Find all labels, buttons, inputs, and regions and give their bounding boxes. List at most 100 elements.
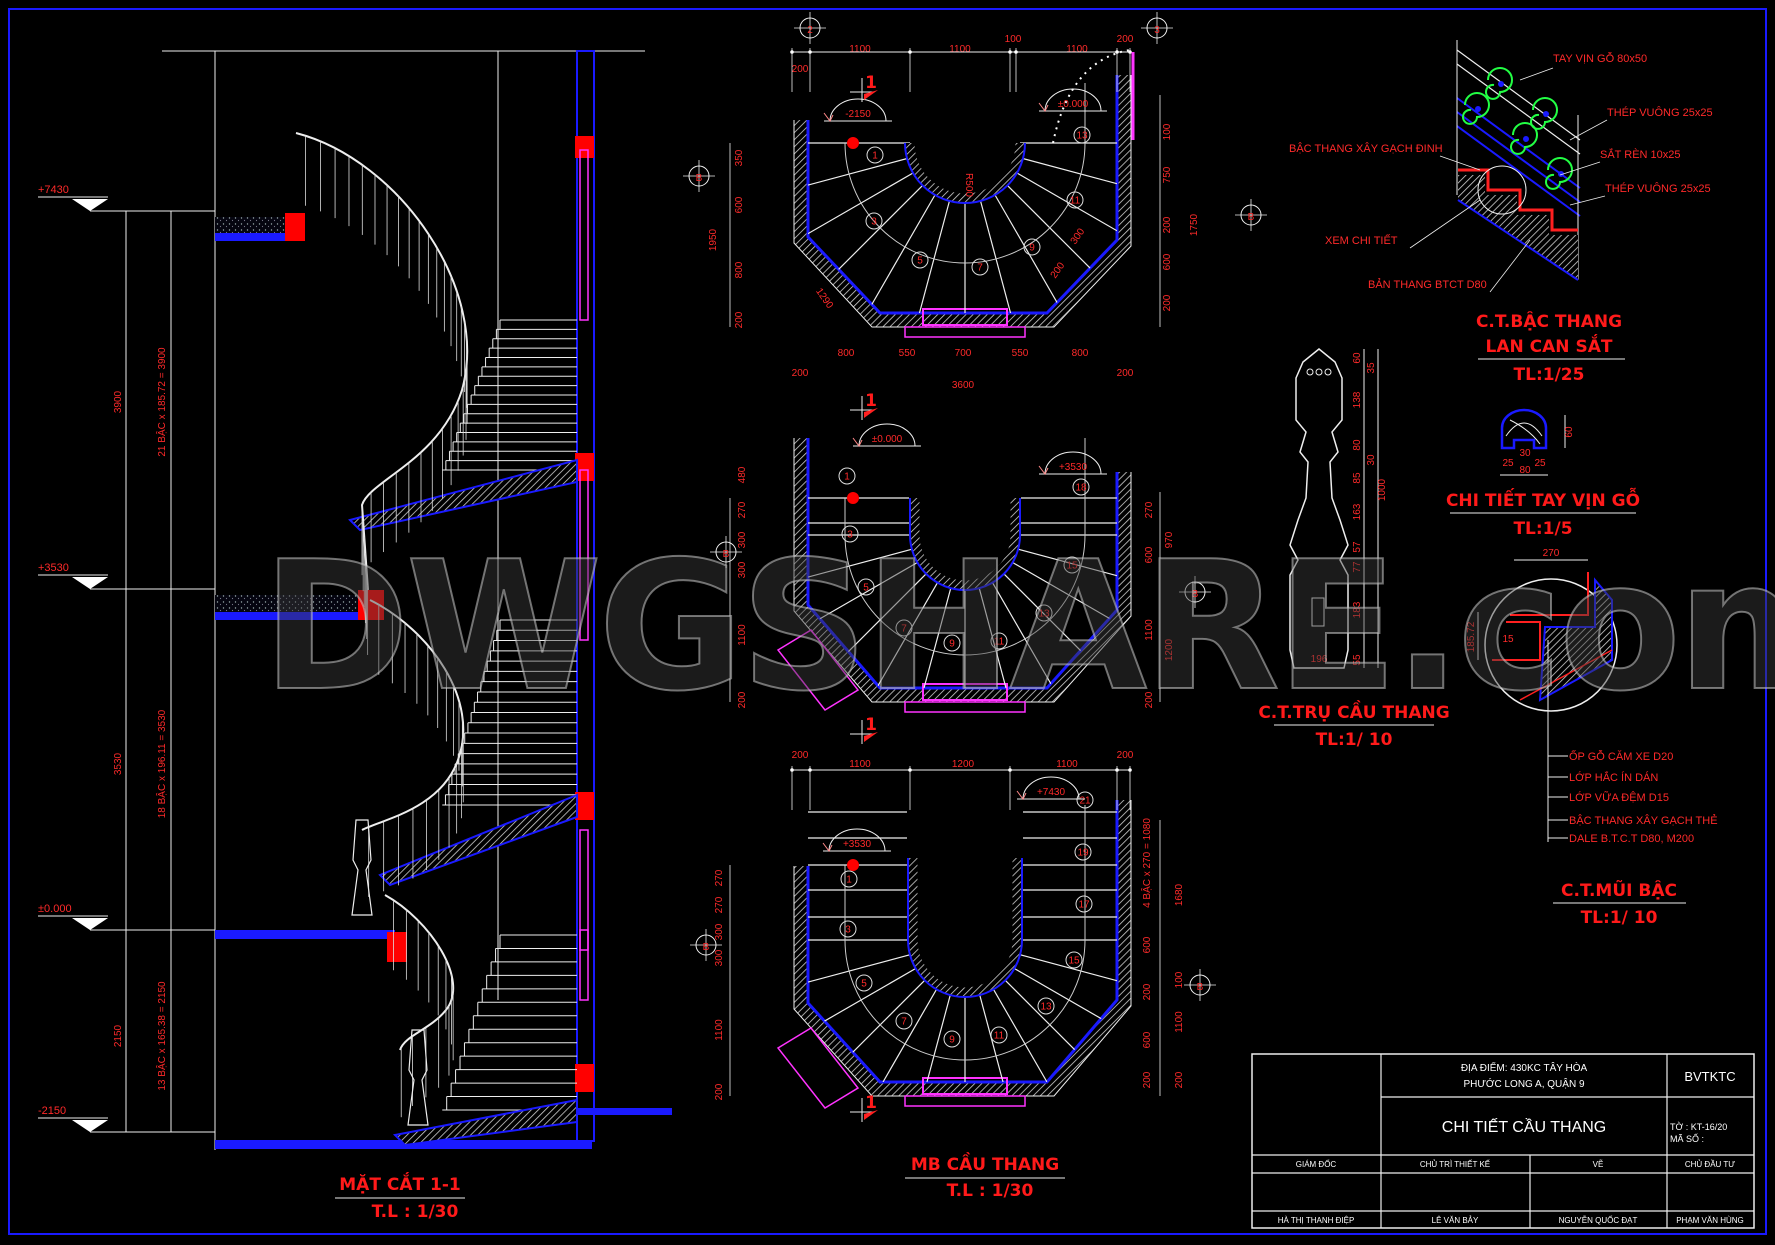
dimension-text: 600 xyxy=(1144,546,1155,563)
step-number-circle xyxy=(1037,997,1055,1015)
step-dimension-text: 13 BẬC x 165.38 = 2150 xyxy=(155,981,168,1091)
step-number: 11 xyxy=(994,1031,1005,1042)
newel-post xyxy=(351,819,373,916)
detail-callout-circle xyxy=(1477,165,1527,215)
stair-slab xyxy=(392,1098,578,1147)
dimension-tick xyxy=(1115,50,1119,54)
dimension-text: 80 xyxy=(1519,465,1531,476)
step-number: 13 xyxy=(1038,609,1050,620)
step-number: 5 xyxy=(863,583,869,594)
section-cut-label: 1 xyxy=(865,715,877,735)
step-number: 9 xyxy=(1029,243,1035,254)
wrought-iron-scroll xyxy=(1510,122,1538,155)
level-label: ±0.000 xyxy=(38,903,72,915)
section-cut-label: 1 xyxy=(865,391,877,411)
dimension-text: 270 xyxy=(1144,501,1155,518)
floor-slab xyxy=(215,595,362,612)
section-arrow-icon xyxy=(864,1110,878,1120)
walking-line xyxy=(844,438,1086,656)
leader-line xyxy=(1489,239,1531,293)
level-arrow-icon xyxy=(1038,465,1049,475)
stair-tread xyxy=(991,190,1064,313)
dimension-text: 1950 xyxy=(708,228,719,251)
plans-scale: T.L : 1/30 xyxy=(947,1181,1034,1201)
stair-tread xyxy=(1009,965,1117,1029)
dimension-text: 600 xyxy=(1142,936,1153,953)
stair-well-face xyxy=(909,498,1021,591)
dimension-text: 750 xyxy=(1162,166,1173,183)
wall-inner-face xyxy=(806,438,1119,690)
step-number: 1 xyxy=(872,151,878,162)
dimension-text: 300 xyxy=(737,561,748,578)
level-label: -2150 xyxy=(845,109,871,120)
sheet-number: TỜ : KT-16/20 xyxy=(1670,1122,1727,1132)
dimension-text: 1290 xyxy=(813,286,835,311)
level-tag-arc xyxy=(1022,776,1080,800)
level-arrow-icon xyxy=(823,112,834,122)
stair-well xyxy=(908,858,1022,997)
stair-tread xyxy=(822,976,929,1082)
dimension-text: 1200 xyxy=(952,759,975,770)
step-number: 5 xyxy=(917,256,923,267)
project-location: ĐỊA ĐIỂM: 430KC TÂY HÒA xyxy=(1461,1061,1588,1074)
step-number: 17 xyxy=(1078,900,1090,911)
section-cut-label: 1 xyxy=(865,73,877,93)
stair-tread xyxy=(1012,169,1117,232)
dimension-text: 1100 xyxy=(949,44,971,55)
stair-tread xyxy=(808,952,915,983)
leader-line xyxy=(1409,199,1481,249)
stair-slab xyxy=(348,458,578,532)
dimension-text: 270 xyxy=(1543,548,1560,559)
dimension-text: 300 xyxy=(1069,226,1088,246)
beam-block xyxy=(285,213,305,241)
walking-line xyxy=(844,83,1086,264)
stair-well xyxy=(905,142,1025,203)
window-panel xyxy=(579,469,589,641)
step-number-circle xyxy=(855,974,873,992)
step-number: 7 xyxy=(901,1017,907,1028)
level-arrow-icon xyxy=(1038,102,1049,112)
step-number: 3 xyxy=(871,217,877,228)
dimension-text: 270 xyxy=(714,869,725,886)
walking-line xyxy=(844,805,1086,1061)
wall-inner-face xyxy=(806,800,1119,1084)
dimension-text: 200 xyxy=(737,691,748,708)
project-location: PHƯỚC LONG A, QUẬN 9 xyxy=(1463,1077,1584,1090)
window-panel xyxy=(579,829,589,951)
dimension-text: 3530 xyxy=(113,752,124,775)
dimension-text: 200 xyxy=(1162,294,1173,311)
dimension-text: 200 xyxy=(1144,691,1155,708)
step-number-circle xyxy=(1076,791,1094,809)
dimension-text: 25 xyxy=(1534,458,1546,469)
role-label: VẼ xyxy=(1593,1160,1604,1169)
handrail xyxy=(295,132,468,591)
stair-tread xyxy=(1015,952,1117,982)
wrought-iron-scroll xyxy=(1530,97,1558,130)
dimension-text: 200 xyxy=(714,1083,725,1100)
leader-line xyxy=(1569,119,1608,141)
dimension-text: 138 xyxy=(1352,391,1363,408)
stair-tread xyxy=(808,169,918,235)
scroll-knot xyxy=(1558,171,1564,177)
grid-label: 3 xyxy=(1154,25,1160,36)
dimension-text: 700 xyxy=(955,348,972,359)
step-number-circle xyxy=(857,578,875,596)
floor-slab-face xyxy=(215,233,289,241)
dimension-text: 55 xyxy=(1352,654,1363,666)
stair-tread xyxy=(808,547,917,578)
stair-tread xyxy=(978,195,1012,313)
step-number: 9 xyxy=(949,1035,955,1046)
step-dimension-text: 18 BẬC x 196.11 = 3530 xyxy=(155,709,168,818)
dimension-tick xyxy=(1115,768,1119,772)
railing-detail-title: LAN CAN SẮT xyxy=(1486,333,1613,357)
level-arrow-icon xyxy=(852,437,863,447)
signatory-name: PHẠM VĂN HÙNG xyxy=(1676,1216,1744,1225)
title-block: ĐỊA ĐIỂM: 430KC TÂY HÒA PHƯỚC LONG A, QUẬ… xyxy=(1251,1053,1755,1229)
leader-line xyxy=(1519,67,1554,81)
stair-tread-profile xyxy=(1458,168,1578,232)
stair-tread xyxy=(808,965,921,1032)
ground-slab xyxy=(577,1108,672,1115)
step-number: 7 xyxy=(901,624,907,635)
callout-label: THÉP VUÔNG 25x25 xyxy=(1605,182,1711,195)
dimension-text: 196 xyxy=(1311,654,1328,665)
